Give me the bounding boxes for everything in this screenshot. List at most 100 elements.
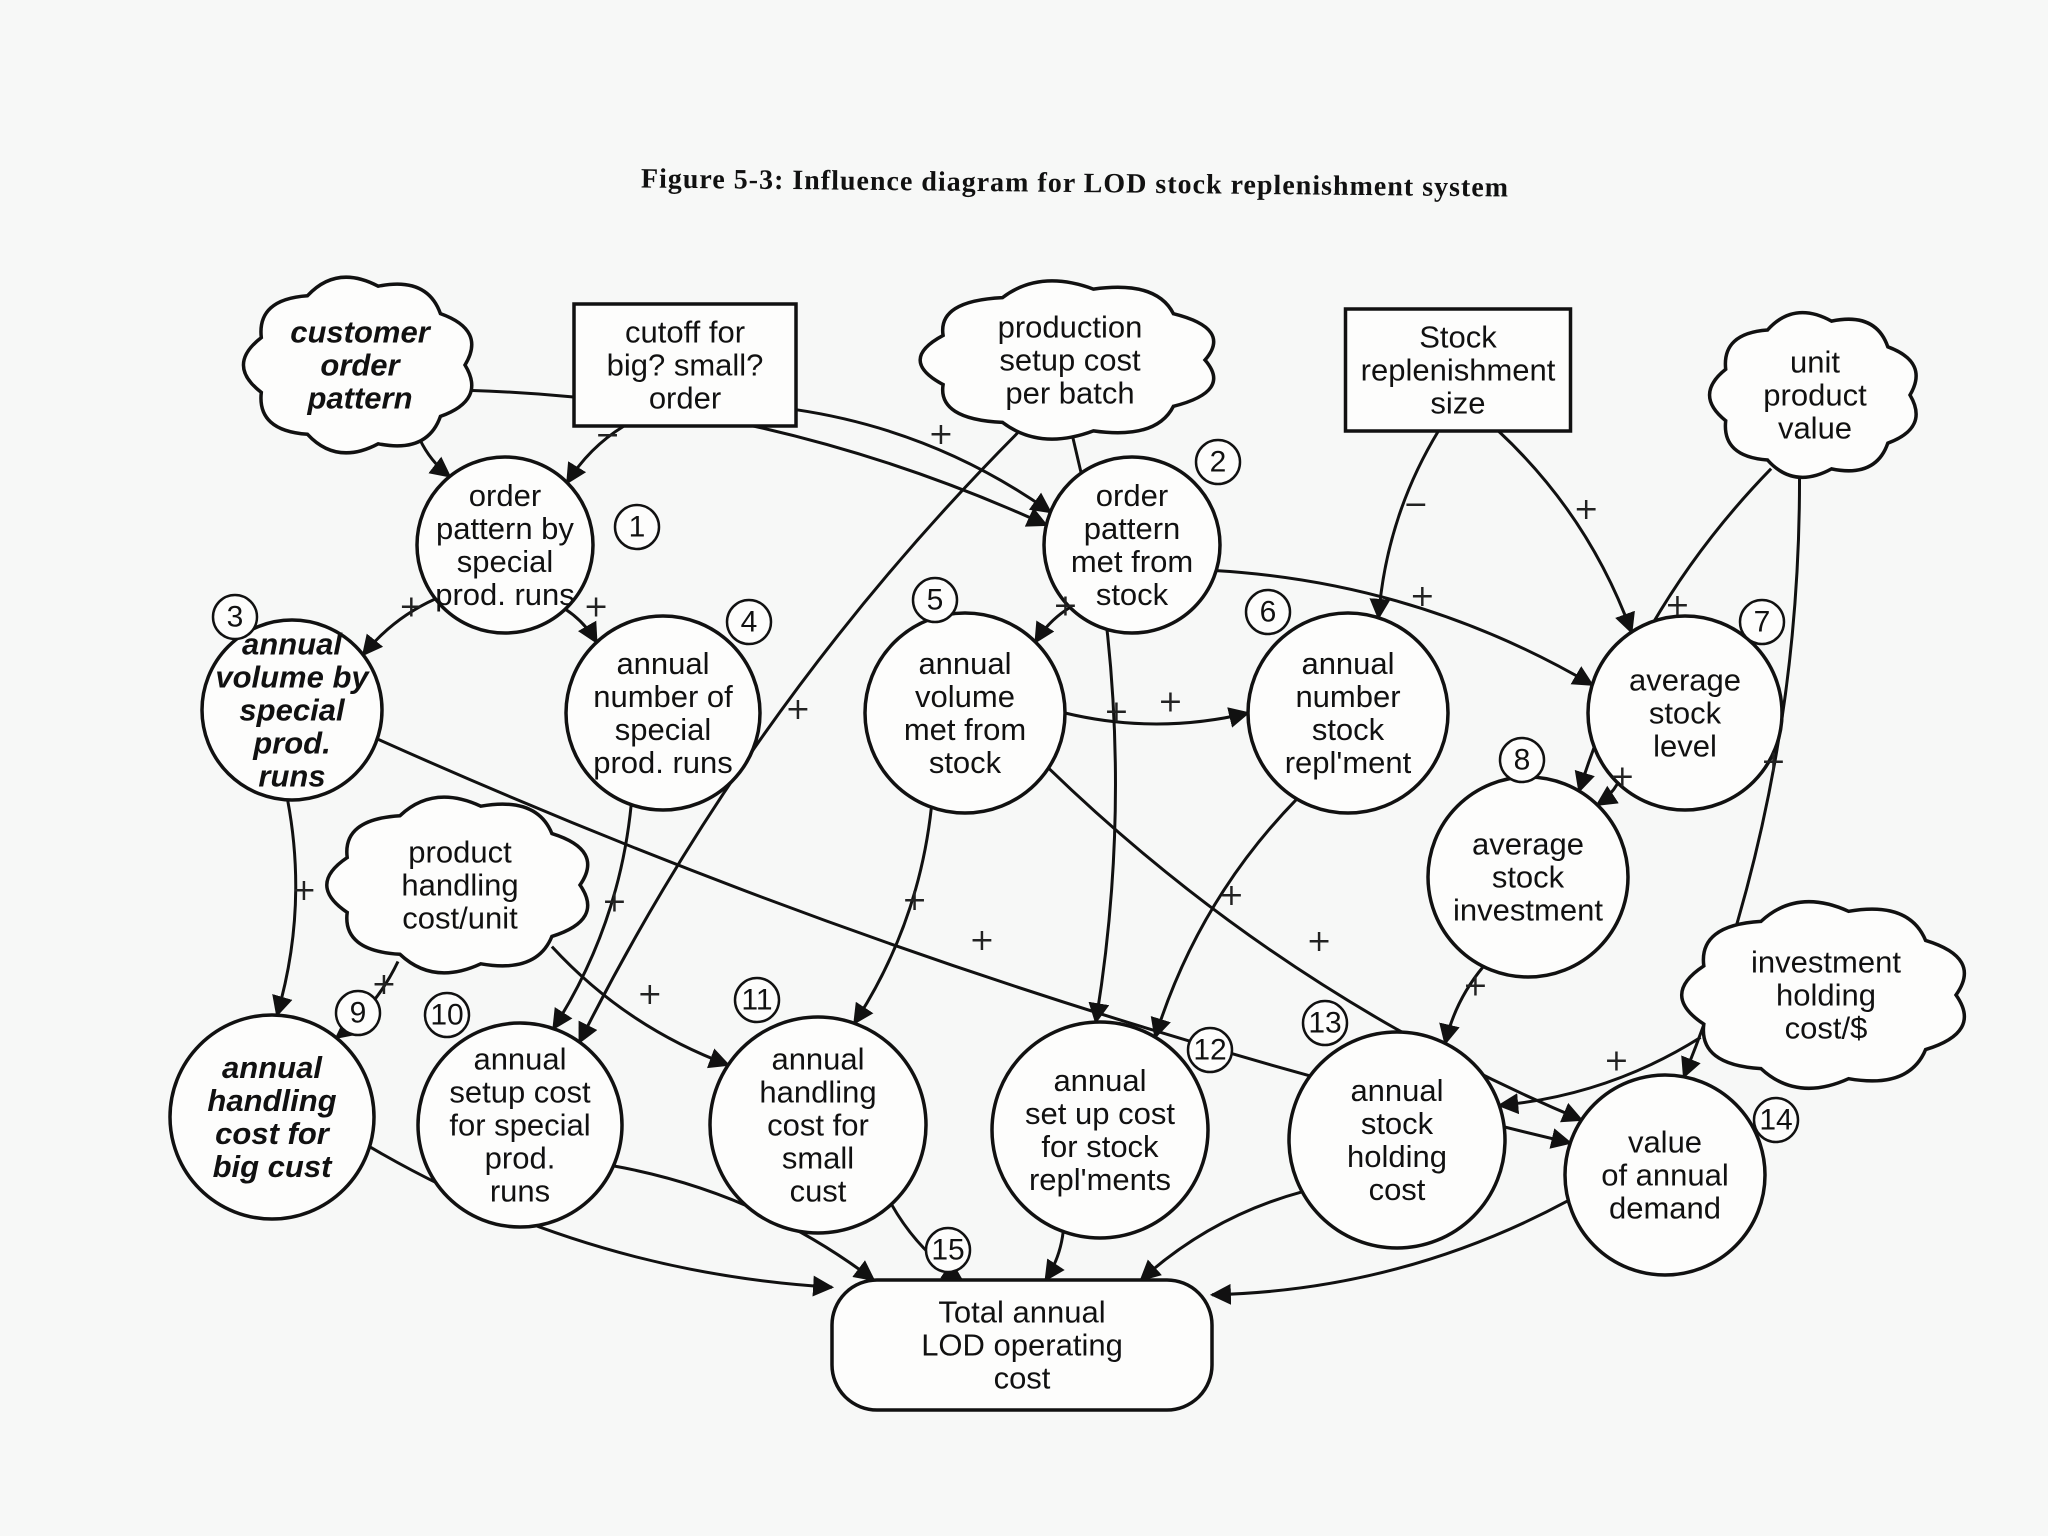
node-label-line: production: [997, 309, 1143, 345]
node-number-badge-n12: [1186, 1026, 1234, 1074]
node-label-line: annual: [222, 1050, 322, 1085]
node-number-n7: 7: [1754, 606, 1771, 639]
node-label-line: special: [614, 712, 712, 747]
node-shape-n9: [168, 1013, 376, 1221]
node-label-line: stock: [1311, 712, 1385, 747]
node-label-line: repl'ment: [1284, 745, 1412, 780]
node-label-line: order: [320, 347, 400, 383]
node-label-line: Total annual: [938, 1294, 1106, 1330]
node-label-line: annual: [1301, 646, 1395, 681]
node-label-line: product: [408, 834, 512, 870]
node-label-line: cost/unit: [402, 900, 518, 936]
node-label-line: special: [239, 692, 345, 728]
edge-n7-to-n8: [1595, 782, 1620, 807]
node-number-badge-n3: [211, 593, 259, 641]
node-number-n6: 6: [1260, 596, 1277, 629]
node-label-line: stock: [1491, 859, 1565, 895]
node-number-n2: 2: [1210, 446, 1227, 479]
edge-cutoff-to-n2: [795, 408, 1053, 514]
edge-cutoff-to-n1: [565, 424, 625, 485]
node-label-line: repl'ments: [1028, 1162, 1172, 1197]
node-label-line: order: [648, 380, 722, 416]
node-label-line: stock: [1360, 1106, 1434, 1141]
edge-n4-to-n10: [552, 804, 633, 1031]
node-shape-n10: [416, 1021, 624, 1229]
edge-production_setup_cost-to-n10: [578, 431, 1019, 1045]
node-label-line: product: [1763, 377, 1867, 413]
node-shape-n1: [415, 455, 595, 635]
node-label-line: average: [1628, 662, 1742, 698]
edge-n12-to-n15: [1044, 1231, 1065, 1282]
node-number-badge-n10: [423, 991, 471, 1039]
node-label-line: for stock: [1041, 1129, 1159, 1164]
edge-sign-n1-to-n3: +: [399, 589, 424, 624]
node-shape-stock_repl_size: [1343, 307, 1573, 433]
node-shape-n2: [1042, 455, 1222, 635]
node-label-line: cutoff for: [624, 314, 746, 350]
edge-product_handling-to-n11: [550, 945, 731, 1069]
node-label-line: met from: [903, 712, 1027, 747]
node-label-line: setup cost: [999, 342, 1141, 378]
node-number-badge-n5: [911, 576, 959, 624]
node-label-line: average: [1471, 826, 1585, 862]
node-label-line: annual: [918, 646, 1012, 681]
edge-sign-n7-to-n8: +: [1610, 760, 1635, 795]
node-label-line: Stock: [1419, 319, 1497, 355]
edge-sign-product_handling-to-n9: +: [371, 967, 396, 1002]
edge-sign-production_setup_cost-to-n12: +: [1104, 694, 1129, 729]
node-label-line: annual: [1350, 1073, 1444, 1108]
node-label-line: annual: [616, 646, 710, 681]
edge-sign-n3-to-n9: +: [291, 873, 316, 908]
edge-sign-unit_product_value-to-n8: +: [1665, 588, 1690, 623]
edge-sign-n8-to-n13: +: [1463, 969, 1488, 1004]
edge-sign-production_setup_cost-to-n10: +: [785, 692, 810, 727]
node-number-n8: 8: [1514, 744, 1531, 777]
node-number-n9: 9: [350, 997, 367, 1030]
node-number-n14: 14: [1759, 1104, 1792, 1137]
node-label-line: value: [1627, 1124, 1703, 1160]
node-number-badge-n9: [334, 989, 382, 1037]
node-shape-n14: [1563, 1073, 1767, 1277]
node-label-line: cost: [1368, 1172, 1426, 1207]
node-label-line: cost: [993, 1360, 1051, 1396]
shapes-layer: [168, 275, 1967, 1412]
edge-n3-to-n9: [272, 799, 298, 1018]
edge-customer_order_pattern-to-n1: [418, 438, 452, 478]
node-label-line: prod. runs: [593, 745, 733, 780]
node-shape-production_setup_cost: [918, 279, 1216, 441]
node-label-line: stock: [1095, 577, 1169, 612]
node-label-line: annual: [1053, 1063, 1147, 1098]
edge-sign-n5-to-n11: +: [902, 883, 927, 918]
node-label-line: prod. runs: [435, 577, 575, 612]
edge-sign-product_handling-to-n11: +: [637, 977, 662, 1012]
edge-n1-to-n3: [361, 597, 437, 657]
edge-sign-n3-to-n14: +: [969, 923, 994, 958]
edge-n2-to-n7: [1216, 569, 1595, 687]
node-label-line: pattern by: [436, 511, 574, 546]
node-label-line: of annual: [1601, 1157, 1729, 1193]
node-shape-n3: [200, 618, 384, 802]
node-label-line: annual: [242, 626, 342, 662]
node-shape-cutoff: [572, 302, 798, 428]
node-label-line: holding: [1347, 1139, 1447, 1174]
edge-sign-stock_repl_size-to-n7: +: [1574, 492, 1599, 527]
edge-sign-cutoff-to-n1: −: [595, 417, 620, 452]
node-number-n1: 1: [629, 511, 646, 544]
edge-sign-investment_holding-to-n13: +: [1604, 1044, 1629, 1079]
node-label-line: set up cost: [1025, 1096, 1175, 1131]
edge-customer_order_pattern-to-n2: [469, 388, 1049, 527]
node-label-line: cost for: [215, 1116, 329, 1151]
